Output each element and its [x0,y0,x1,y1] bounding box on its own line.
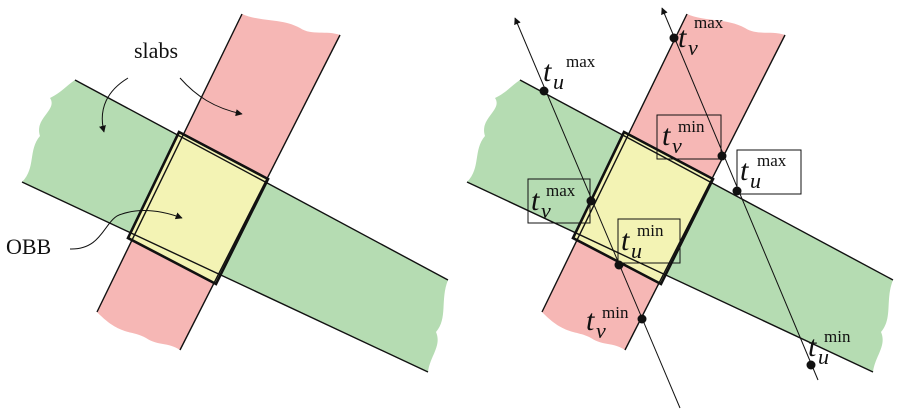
svg-text:min: min [824,327,851,346]
svg-text:v: v [688,35,698,60]
green-slab-top-edge-right [519,79,894,281]
label-box-tu-max-right [736,149,802,195]
label-tv-max-top: t v max [678,13,724,60]
point-tv-min-ray2 [717,151,727,161]
svg-text:max: max [546,181,576,200]
obb-arrow [69,210,183,250]
slabs-label: slabs [134,38,178,63]
svg-text:v: v [672,133,682,158]
point-tu-min-ray1 [614,260,624,270]
label-tv-min-upper: t v min [662,117,705,158]
point-tv-min-ray1 [637,314,647,324]
svg-text:u: u [750,168,761,193]
ray-one [514,17,681,409]
green-slab-top-edge [74,79,449,281]
label-tu-min-bottom: t u min [808,327,851,369]
svg-text:t: t [808,330,817,363]
svg-text:u: u [553,69,564,94]
svg-text:max: max [566,52,596,71]
svg-text:min: min [602,303,629,322]
right-panel: t u max t v max t v min t u max t v max … [466,7,894,409]
label-tu-max-right: t u max [740,151,787,193]
slabs-arrow-to-red [179,77,243,117]
svg-text:t: t [740,154,749,187]
point-tv-max-ray1 [586,196,596,206]
svg-text:max: max [757,151,787,170]
obb-label: OBB [6,234,51,259]
label-tv-max-left: t v max [531,181,576,223]
svg-text:v: v [541,198,551,223]
svg-text:u: u [631,238,642,263]
point-tu-max-ray1 [539,86,549,96]
svg-text:t: t [621,224,630,257]
svg-text:min: min [678,117,705,136]
green-slab-bottom-edge [21,181,429,373]
label-box-tv-max-left [527,178,591,224]
svg-text:max: max [694,13,724,32]
label-tv-min-bottom: t v min [586,303,629,343]
label-tu-max-top: t u max [543,52,596,94]
svg-text:min: min [637,221,664,240]
svg-text:t: t [531,184,540,217]
label-tu-min-center: t u min [621,221,664,263]
svg-text:t: t [586,304,595,337]
svg-text:u: u [818,344,829,369]
point-tu-min-ray2 [806,360,816,370]
green-slab-bottom-edge-right [466,181,874,373]
red-slab-left-edge [96,13,243,313]
svg-text:v: v [596,318,606,343]
slabs-arrow-to-green [99,77,129,133]
point-tv-max-ray2 [669,33,679,43]
left-panel: slabs OBB [6,13,449,373]
obb-outline-left [126,130,270,286]
red-slab-left-edge-right [541,13,688,313]
svg-text:t: t [678,21,687,54]
label-box-tv-min-upper [656,114,722,160]
svg-text:t: t [543,55,552,88]
svg-text:t: t [662,119,671,152]
label-box-tu-min-center [617,218,681,264]
